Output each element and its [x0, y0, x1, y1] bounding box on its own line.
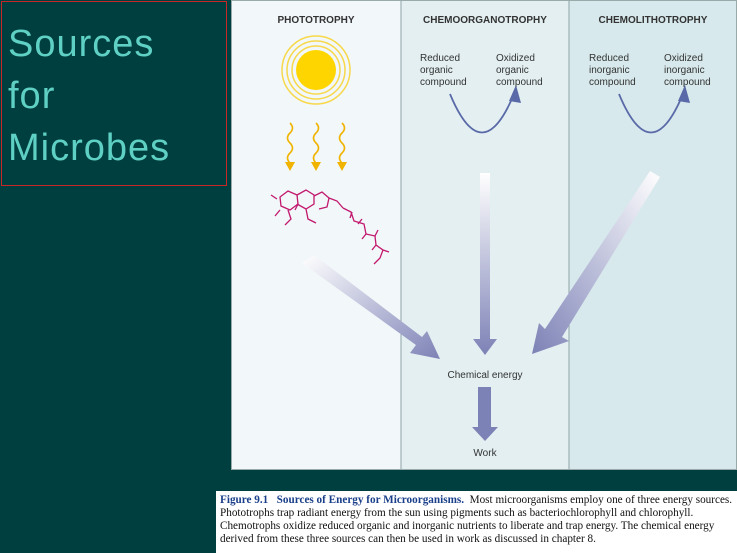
label-line: compound — [664, 77, 711, 88]
label-line: Reduced — [420, 53, 460, 64]
phototrophy-to-energy-arrow — [302, 255, 440, 359]
label-reduced-inorganic: Reduced inorganic compound — [589, 53, 636, 88]
heading-chemolithotrophy: CHEMOLITHOTROPHY — [599, 15, 708, 26]
heading-phototrophy: PHOTOTROPHY — [277, 15, 354, 26]
inorganic-oxidation-curve-arrow — [618, 85, 690, 134]
organic-oxidation-curve-arrow — [449, 85, 521, 134]
caption-text: Most microorganisms employ one of three … — [220, 494, 733, 545]
energy-diagram: PHOTOTROPHY CHEMOORGANOTROPHY CHEMOLITHO… — [232, 1, 736, 469]
label-line: organic — [496, 65, 529, 76]
label-line: compound — [589, 77, 636, 88]
label-line: compound — [496, 77, 543, 88]
slide-title-line: Microbes — [8, 127, 171, 169]
label-oxidized-organic: Oxidized organic compound — [496, 53, 543, 88]
chlorophyll-molecule-icon — [270, 189, 390, 265]
label-line: inorganic — [589, 65, 630, 76]
panel-chemolithotrophy — [569, 1, 736, 469]
label-line: inorganic — [664, 65, 705, 76]
work-label: Work — [473, 448, 497, 459]
label-reduced-organic: Reduced organic compound — [420, 53, 467, 88]
heading-chemoorganotrophy: CHEMOORGANOTROPHY — [423, 15, 547, 26]
figure-caption: Figure 9.1 Sources of Energy for Microor… — [216, 491, 737, 553]
slide-title-box: Sources for Microbes — [1, 1, 227, 186]
slide-title-line: Sources — [8, 23, 155, 65]
label-line: Oxidized — [496, 53, 535, 64]
caption-figure-number: Figure 9.1 — [220, 494, 269, 506]
energy-to-work-arrow — [472, 387, 498, 441]
chemolithotrophy-to-energy-arrow — [532, 171, 660, 354]
label-line: compound — [420, 77, 467, 88]
label-line: Reduced — [589, 53, 629, 64]
label-oxidized-inorganic: Oxidized inorganic compound — [664, 53, 711, 88]
label-line: organic — [420, 65, 453, 76]
slide-title: Sources for Microbes — [8, 18, 170, 174]
energy-sources-figure: PHOTOTROPHY CHEMOORGANOTROPHY CHEMOLITHO… — [231, 0, 737, 470]
chemical-energy-label: Chemical energy — [447, 370, 522, 381]
label-line: Oxidized — [664, 53, 703, 64]
caption-figure-title: Sources of Energy for Microorganisms. — [276, 494, 465, 506]
sun-icon — [281, 35, 351, 105]
chemoorganotrophy-to-energy-arrow — [473, 173, 497, 355]
slide-title-line: for — [8, 75, 56, 117]
light-rays-icon — [285, 122, 347, 171]
